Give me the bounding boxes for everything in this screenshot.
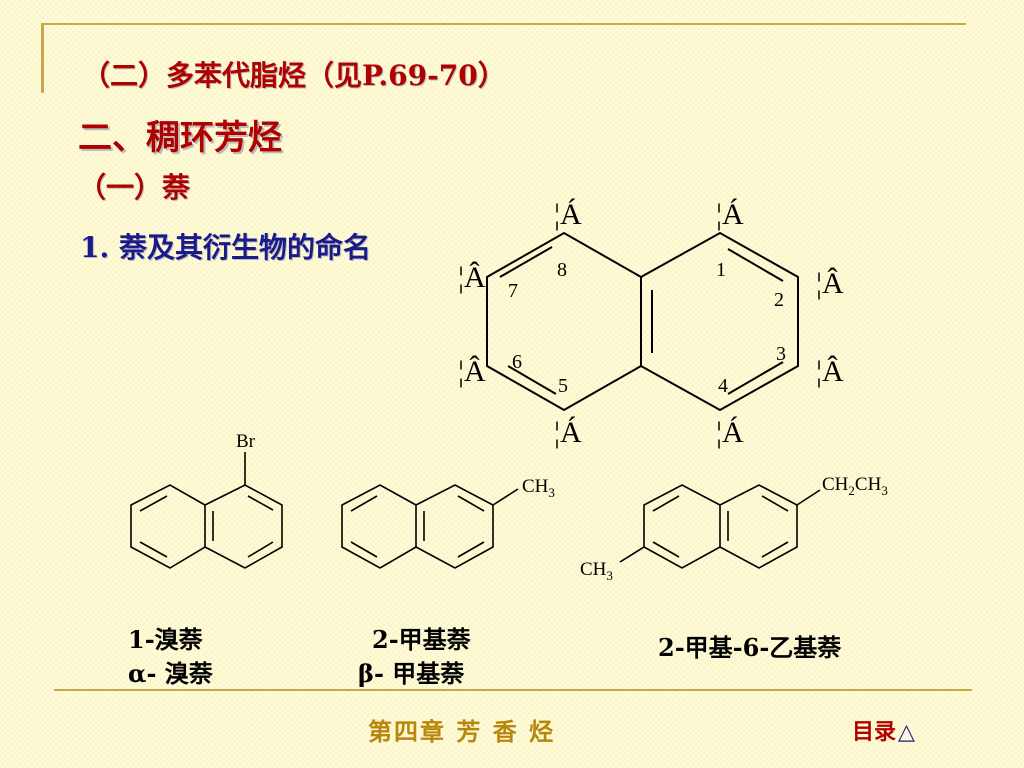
- marker-pos5: ¦Á: [554, 416, 582, 449]
- top-rule: [44, 23, 966, 25]
- toc-link[interactable]: 目录△: [852, 714, 915, 746]
- marker-pos6: ¦Â: [458, 355, 486, 388]
- compound-3-name: 2-甲基-6-乙基萘: [658, 633, 842, 662]
- position-numbers: 1 2 3 4 5 6 7 8: [508, 259, 786, 397]
- toc-label: 目录: [852, 719, 897, 745]
- item-title: 1. 萘及其衍生物的命名: [80, 231, 371, 264]
- marker-pos4: ¦Á: [716, 416, 744, 449]
- pos-1: 1: [716, 259, 726, 281]
- marker-pos3: ¦Â: [816, 355, 844, 388]
- ethyl-label: CH2CH3: [822, 474, 888, 498]
- page-title: 二、稠环芳烃: [78, 118, 282, 158]
- compound-2-name: 2-甲基萘: [372, 625, 471, 654]
- bromonaphthalene: [130, 452, 283, 569]
- ch3-label: CH3: [522, 476, 555, 500]
- marker-pos7: ¦Â: [458, 261, 486, 294]
- pos-3: 3: [776, 343, 786, 365]
- pos-7: 7: [508, 280, 518, 302]
- methyl-ethylnaphthalene: [619, 484, 821, 569]
- bottom-rule: [54, 689, 972, 691]
- pos-5: 5: [558, 375, 568, 397]
- triangle-icon: △: [898, 719, 915, 745]
- naphthalene-main: [486, 231, 799, 412]
- pos-6: 6: [512, 351, 522, 373]
- greek-markers: ¦Á ¦Á ¦Á ¦Á ¦Â ¦Â ¦Â ¦Â: [458, 198, 844, 449]
- marker-pos8: ¦Á: [554, 198, 582, 231]
- pos-8: 8: [557, 259, 567, 281]
- br-label: Br: [236, 431, 256, 452]
- compound-1-alias: α- 溴萘: [128, 659, 213, 688]
- structure-diagrams: 1 2 3 4 5 6 7 8 ¦Á ¦Á ¦Á ¦Á ¦Â ¦Â ¦Â ¦Â …: [130, 198, 888, 583]
- left-rule: [41, 23, 44, 93]
- marker-pos1: ¦Á: [716, 198, 744, 231]
- pos-2: 2: [774, 289, 784, 311]
- chapter-title: 第四章 芳 香 烃: [368, 717, 556, 746]
- methylnaphthalene: [341, 484, 519, 569]
- compound-2-alias: β- 甲基萘: [358, 659, 465, 688]
- marker-pos2: ¦Â: [816, 267, 844, 300]
- section-title: （一）萘: [78, 171, 191, 204]
- compound-1-name: 1-溴萘: [128, 625, 203, 654]
- subtitle: （二）多苯代脂烃（见P.69-70）: [82, 59, 506, 92]
- pos-4: 4: [718, 375, 728, 397]
- methyl-label: CH3: [580, 559, 613, 583]
